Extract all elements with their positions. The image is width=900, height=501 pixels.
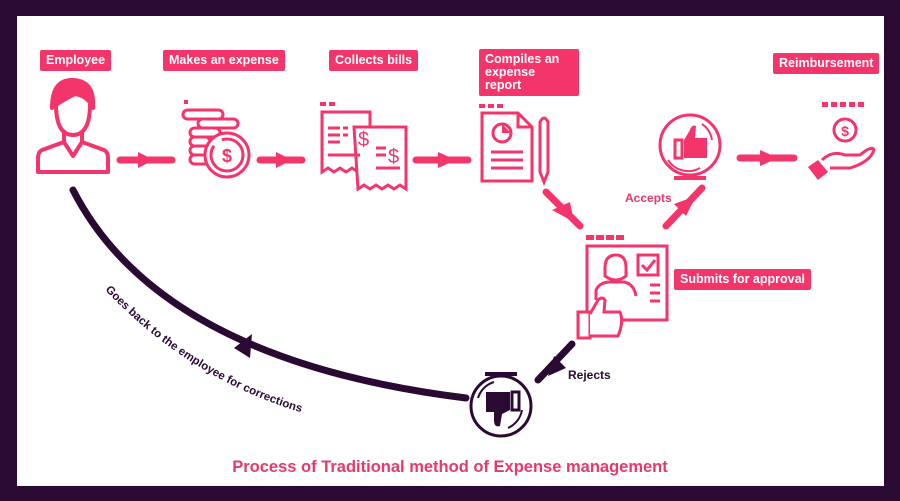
arrow-employee-to-expense <box>116 152 176 168</box>
arrow-accept-to-reimbursement <box>736 150 798 166</box>
arrow-expense-to-bills <box>256 152 306 168</box>
diagram-title: Process of Traditional method of Expense… <box>232 458 668 476</box>
coins-dollar-icon: $ <box>181 100 251 179</box>
receipts-icon: $ $ <box>320 102 408 192</box>
report-pencil-icon <box>479 104 550 187</box>
return-path-label: Goes back to the employee for correction… <box>103 284 304 415</box>
label-accepts: Accepts <box>625 191 672 205</box>
thumbs-up-icon <box>658 113 722 180</box>
arrow-bills-to-report <box>412 152 472 168</box>
label-reimbursement: Reimbursement <box>773 53 880 74</box>
svg-text:$: $ <box>222 146 232 166</box>
label-compiles-report: Compiles an expense report <box>479 49 579 96</box>
hand-coin-icon: $ <box>808 102 876 180</box>
thumbs-down-icon <box>469 372 533 438</box>
svg-text:$: $ <box>358 129 369 151</box>
label-submits-approval: Submits for approval <box>674 269 812 290</box>
return-curve-arrow <box>69 186 470 402</box>
approval-board-icon <box>576 235 669 340</box>
label-rejects: Rejects <box>568 368 611 382</box>
arrow-approval-to-reject <box>534 340 576 384</box>
label-makes-expense: Makes an expense <box>163 50 285 71</box>
employee-icon <box>36 78 110 174</box>
arrow-report-to-approval <box>542 188 584 230</box>
svg-text:$: $ <box>388 146 399 168</box>
svg-text:$: $ <box>841 123 849 139</box>
arrow-approval-to-accept <box>662 184 706 230</box>
label-employee: Employee <box>40 50 112 71</box>
label-collects-bills: Collects bills <box>329 50 419 71</box>
